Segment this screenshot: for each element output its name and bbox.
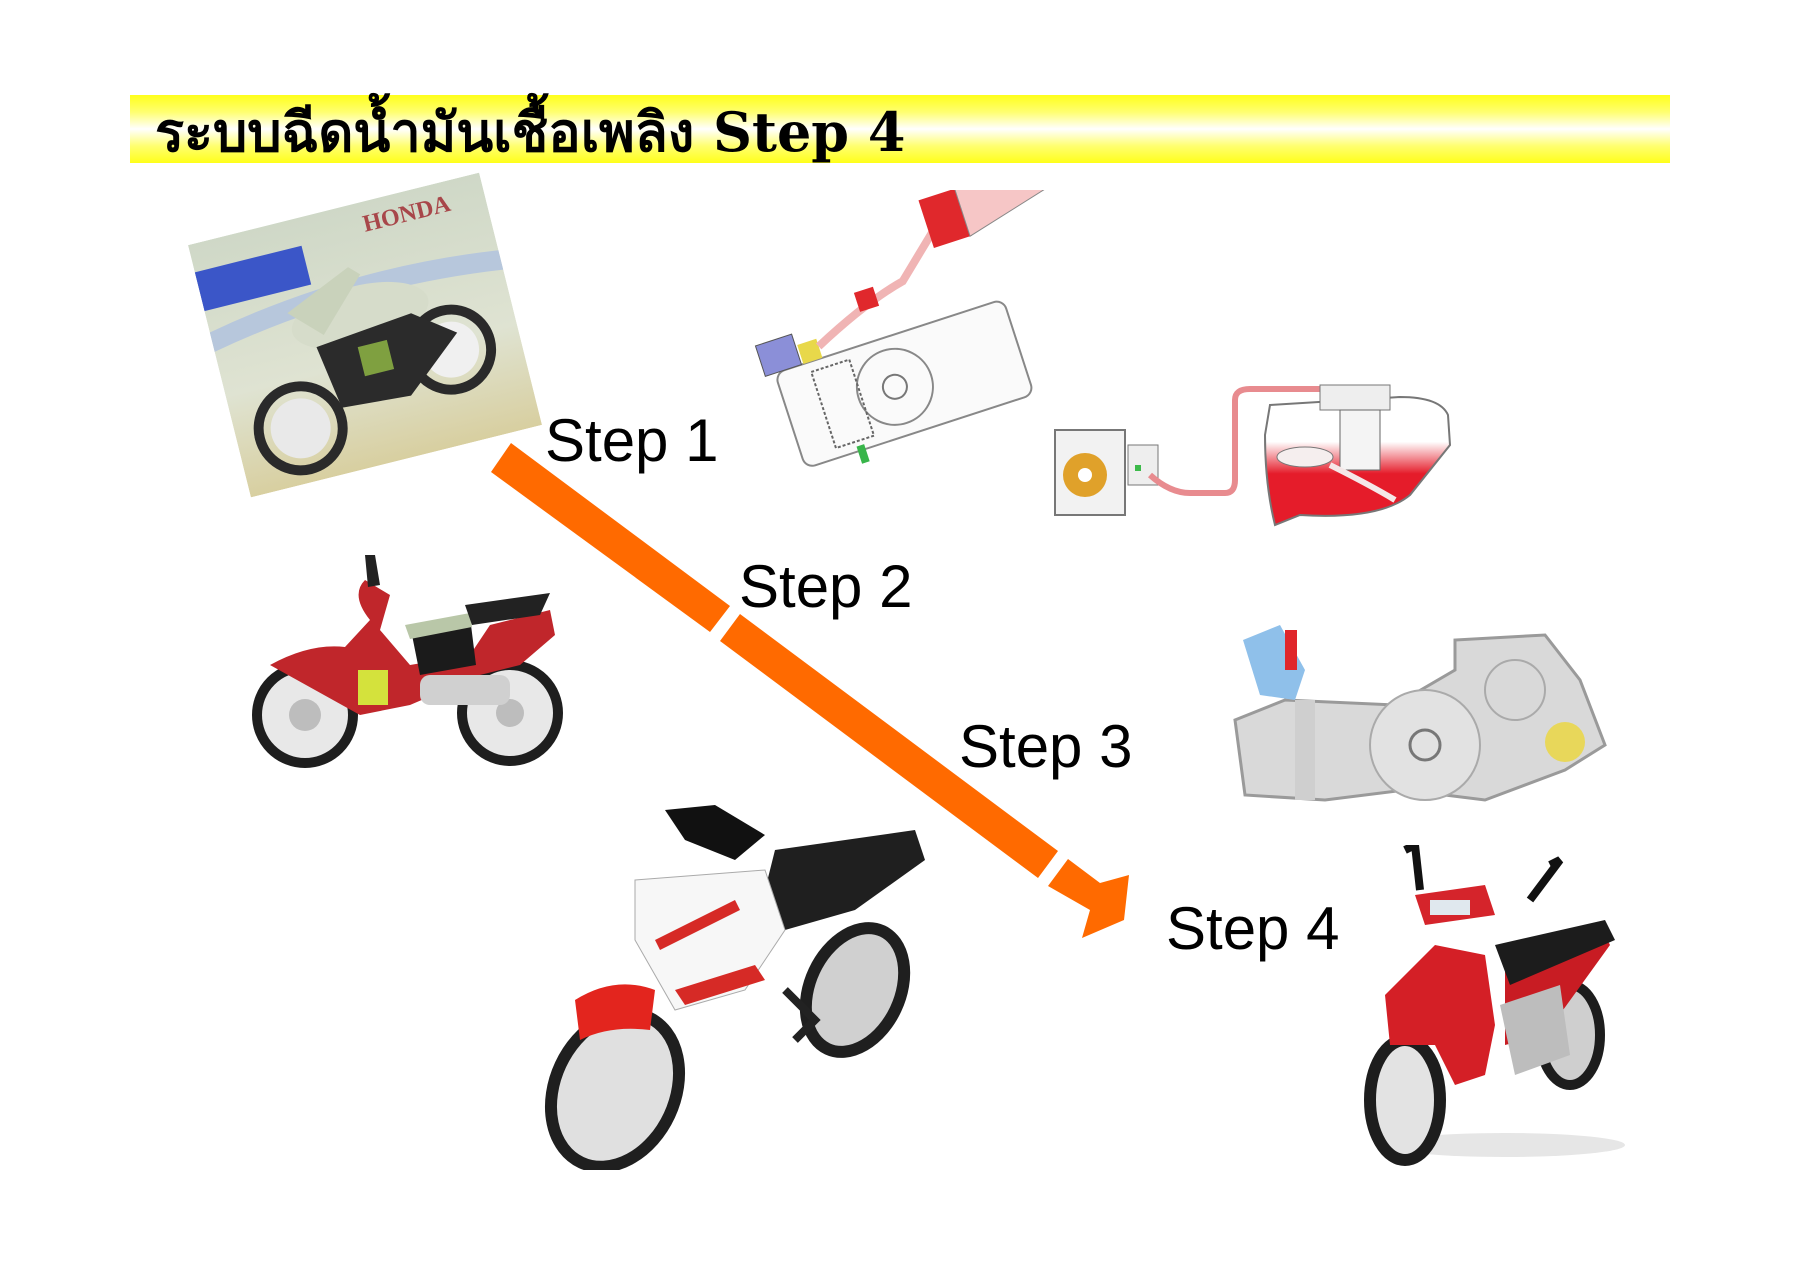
step-3-label: Step 3: [959, 713, 1133, 780]
white-red-sport-motorcycle: [535, 790, 945, 1173]
honda-showroom-motorcycle-photo: HONDA: [188, 172, 542, 498]
slide-title: ระบบฉีดน้ำมันเชื้อเพลิง Step 4: [155, 100, 906, 164]
engine-fuel-system-diagram: [728, 143, 1088, 470]
step-2-label: Step 2: [739, 553, 913, 620]
step-4-label: Step 4: [1166, 895, 1340, 962]
title-banner: [130, 95, 1670, 163]
fuel-tank-pump-diagram: [1050, 375, 1530, 535]
step-1-label: Step 1: [545, 407, 719, 474]
red-cutaway-motorcycle: [240, 555, 580, 775]
engine-cutaway-diagram: [1225, 620, 1640, 840]
red-scooter-motorcycle: [1345, 838, 1645, 1175]
